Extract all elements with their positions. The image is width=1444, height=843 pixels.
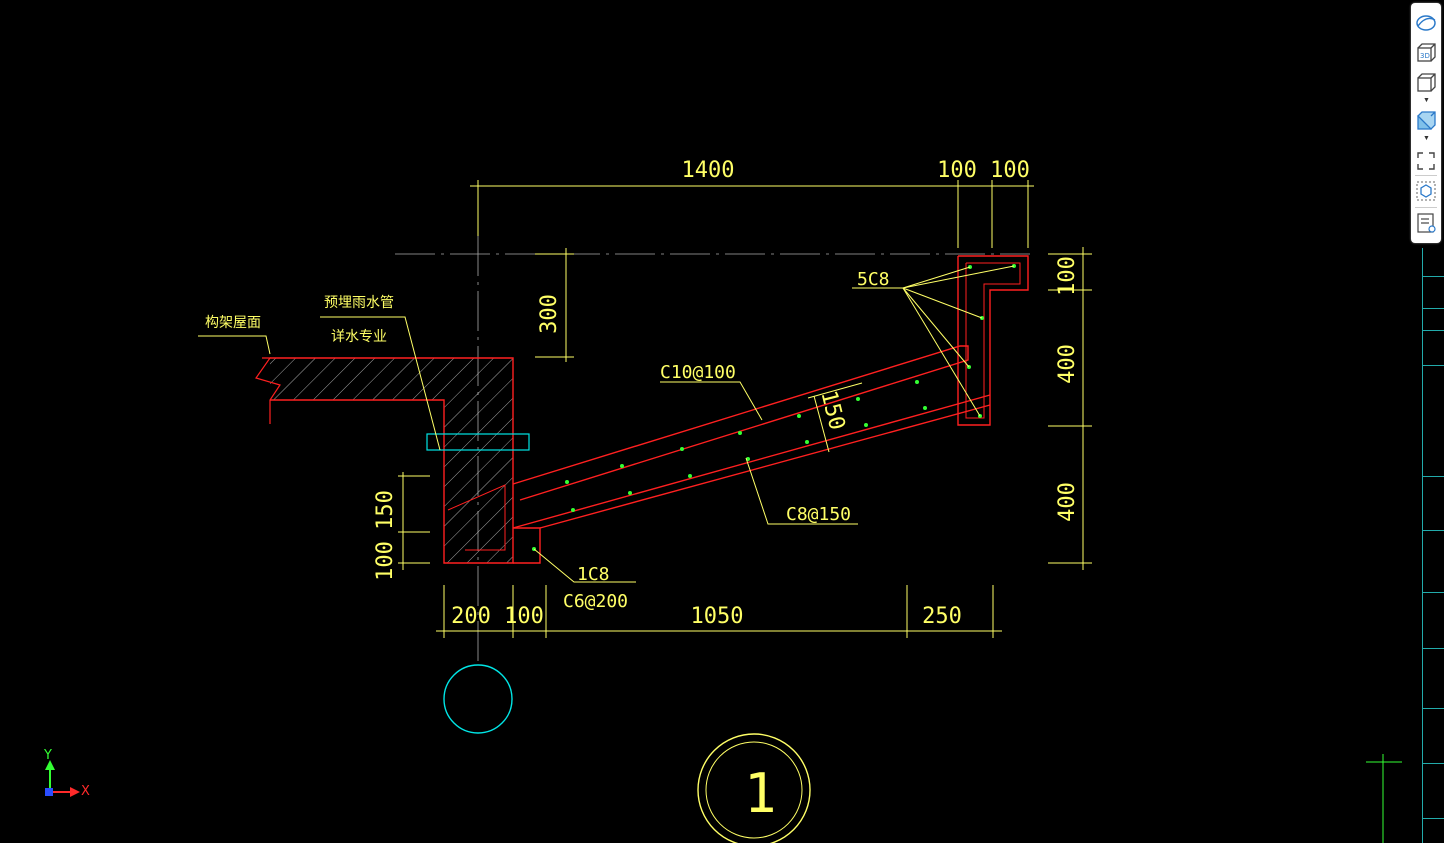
dim-slab-150: 150	[815, 388, 849, 433]
detail-number: 1	[744, 762, 777, 825]
layer-list-icon[interactable]	[1414, 211, 1438, 235]
dimension-lines	[398, 180, 1092, 638]
axis-bubble	[443, 664, 513, 734]
dim-bottom-100: 100	[504, 604, 544, 629]
dim-right-100: 100	[1055, 256, 1080, 296]
roof-slab	[255, 357, 514, 564]
dim-bottom-250: 250	[922, 604, 962, 629]
label-roof: 构架屋面	[205, 315, 261, 331]
detail-marker: 1	[697, 733, 811, 843]
ucs-x-label: X	[81, 784, 90, 799]
side-panel-strip[interactable]	[1422, 248, 1444, 843]
cube-view-icon[interactable]	[1414, 71, 1438, 95]
fullscreen-icon[interactable]	[1414, 149, 1438, 173]
dim-right-400-b: 400	[1055, 482, 1080, 522]
dim-top-100-a: 100	[937, 158, 977, 183]
dim-right-400-a: 400	[1055, 344, 1080, 384]
ucs-y-label: Y	[44, 748, 52, 763]
ucs-icon	[45, 760, 80, 797]
dim-bottom-200: 200	[451, 604, 491, 629]
label-5c8: 5C8	[857, 269, 890, 290]
sloped-slab	[447, 255, 1029, 564]
box-select-icon[interactable]	[1414, 179, 1438, 203]
view-toolbar: 3D ▼ ▼	[1411, 3, 1441, 243]
dim-left-100: 100	[373, 541, 398, 581]
label-c10: C10@100	[660, 362, 736, 383]
orbit-icon[interactable]	[1414, 11, 1438, 35]
dim-bottom-1050: 1050	[691, 604, 744, 629]
dim-left-150: 150	[373, 490, 398, 530]
view-3d-icon[interactable]: 3D	[1414, 41, 1438, 65]
leader-lines	[198, 265, 1015, 583]
dim-top-1400: 1400	[682, 158, 735, 183]
label-1c8: 1C8	[577, 564, 610, 585]
center-lines	[395, 236, 1030, 665]
svg-text:3D: 3D	[1420, 52, 1430, 60]
dim-300: 300	[537, 294, 562, 334]
label-pipe-line2: 详水专业	[331, 329, 387, 345]
rain-pipe	[426, 433, 530, 451]
label-c6: C6@200	[563, 591, 628, 612]
label-pipe-line1: 预埋雨水管	[324, 295, 394, 311]
solid-cube-icon[interactable]	[1414, 109, 1438, 133]
corner-crosshair	[1366, 754, 1402, 843]
label-c8: C8@150	[786, 504, 851, 525]
dim-top-100-b: 100	[990, 158, 1030, 183]
